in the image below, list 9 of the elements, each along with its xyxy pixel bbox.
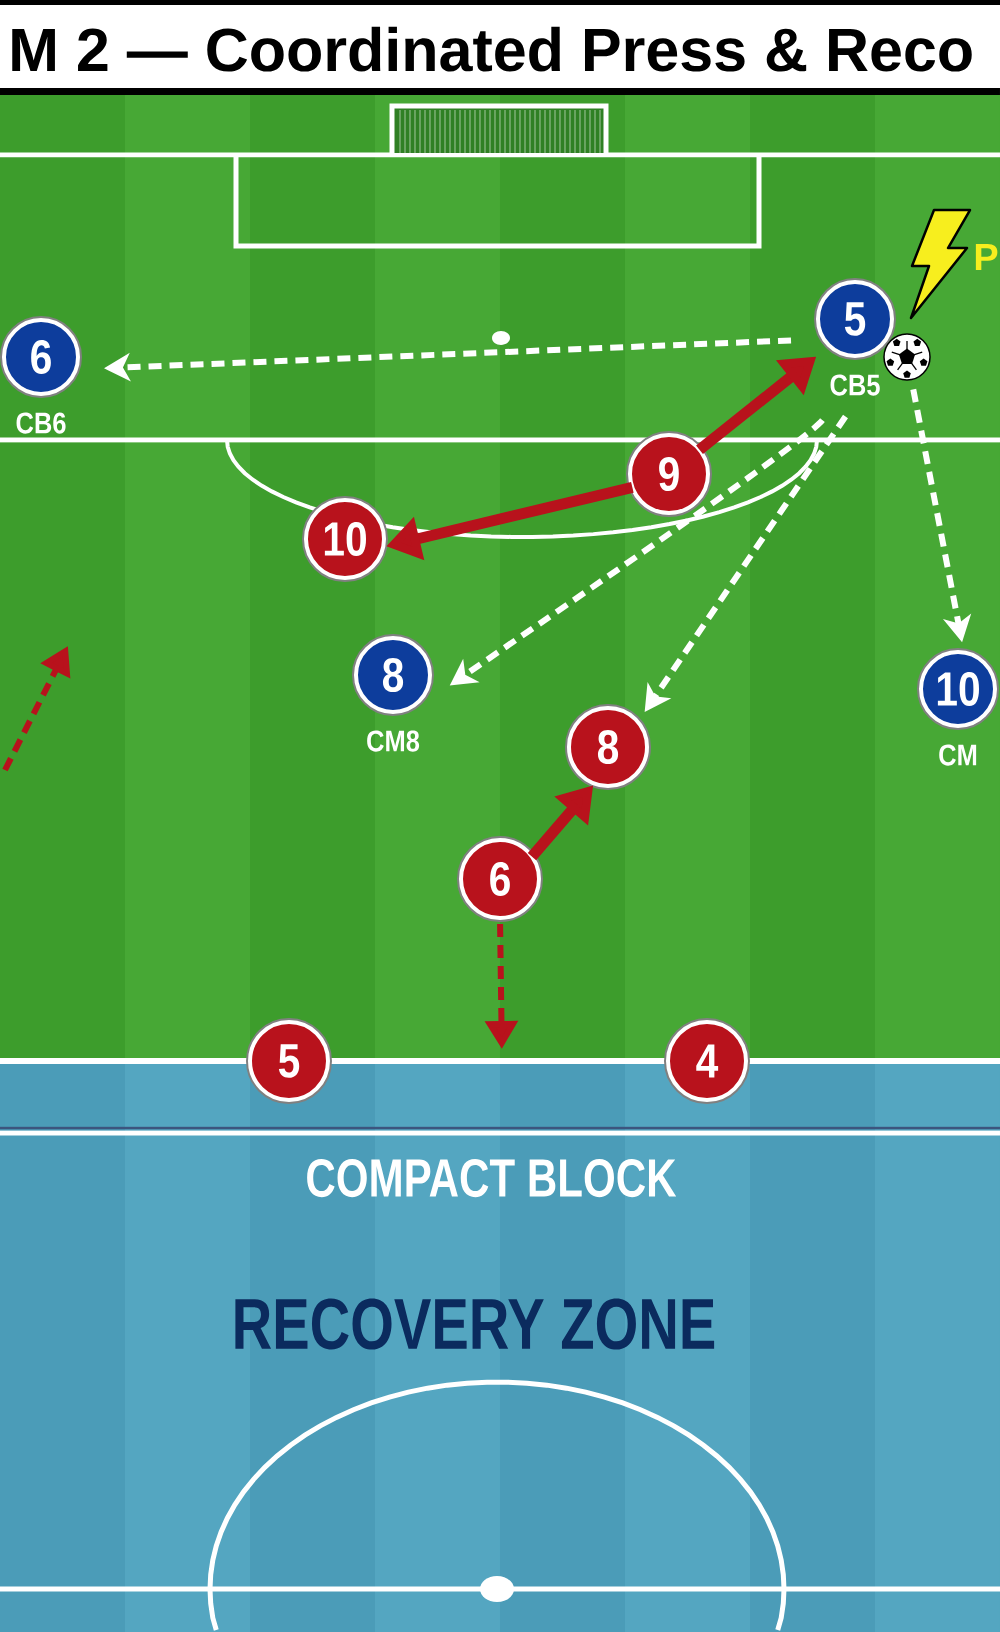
- player-label: CM8: [367, 730, 420, 752]
- player-label: CM: [939, 744, 977, 766]
- player-label: CB6: [16, 412, 66, 434]
- soccer-ball: [883, 333, 931, 381]
- player-label: CB5: [830, 374, 880, 396]
- zone-label: COMPACT BLOCK: [307, 1158, 677, 1198]
- callout-label: P: [975, 243, 998, 271]
- title-banner: M 2 — Coordinated Press & Reco: [0, 0, 1000, 95]
- zone-title: RECOVERY ZONE: [235, 1298, 715, 1350]
